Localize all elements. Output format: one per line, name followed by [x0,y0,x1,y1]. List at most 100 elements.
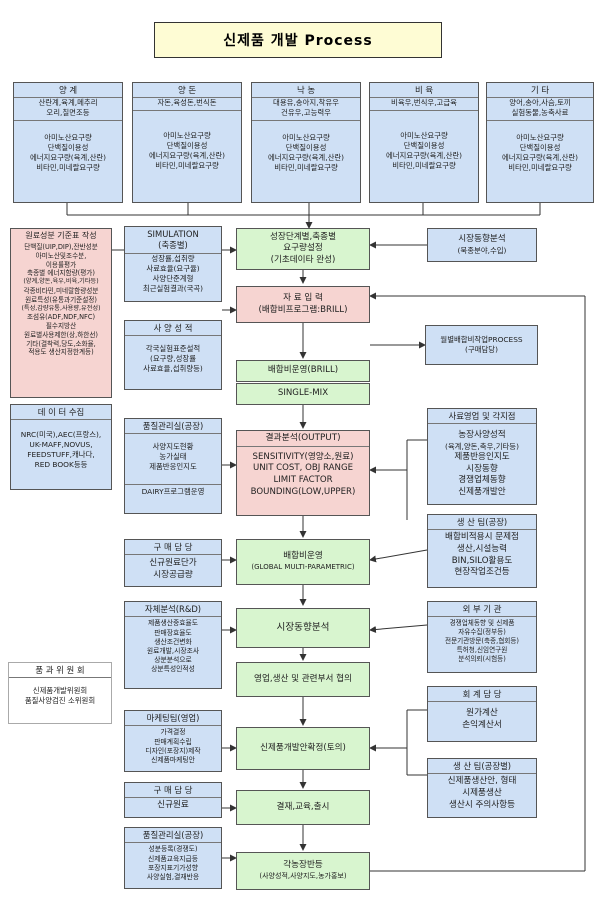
raw-material-line: 필수지방산 [45,321,77,330]
accounting-box: 회 계 담 당 원가계산 손익계산서 [427,686,537,742]
requirements-step: 성장단계별,축종별 요구량설정 (기초데이타 완성) [236,228,370,270]
data-input-step: 자 료 입 력 (배합비프로그램:BRILL) [236,286,370,323]
output-analysis-step: 결과분석(OUTPUT) SENSITIVITY(영양소,원료) UNIT CO… [236,430,370,516]
committee-line: 품질사양검진 소위원회 [24,696,96,706]
sector-dairy-nutrient: 에너지요구량(육계,산란) [267,153,345,163]
data-input-line: 자 료 입 력 [283,292,323,303]
sector-beef-nutrient: 아미노산요구량 [400,131,448,141]
rnd-analysis-line: 상분분석으로 [154,656,192,665]
quality-control-line: 제품반응인지도 [149,462,197,472]
accounting-line: 손익계산서 [462,719,502,730]
quality-control-2-box: 품질관리실(공장) 성분등록(경쟁도) 신제품교육지급등 포장지표기가성향 사양… [124,827,222,889]
simulation-line: 사료효율(요구율) [146,263,200,273]
farm-feedback-line: (사양성적,사양지도,농가홍보) [259,872,347,881]
marketing-line: 디자인(포장지)제작 [145,746,201,755]
marketing-line: 판매계획수립 [154,737,192,746]
committee-line: 신제품개발위원회 [32,686,88,696]
sector-beef: 비 육 비육우,번식우,고급육 아미노산요구량 단백질이용성 에너지요구량(육계… [369,82,479,203]
raw-material-line: 조섬유(ADF,NDF,NFC) [26,312,96,321]
page-title: 신제품 개발 Process [154,22,442,58]
sector-poultry-title: 양 계 [14,83,122,99]
sector-other: 기 타 양어,송아,사슴,토끼 실험동물,농축사료 아미노산요구량 단백질이용성… [486,82,594,203]
sector-beef-product: 비육우,번식우,고급육 [391,98,457,108]
data-collection-line: UK-MAFF,NOVUS, [29,440,93,450]
marketing-line: 신제품마케팅안 [151,755,195,764]
market-analysis-title: 시장동향분석 [458,234,506,245]
data-collection-line: FEEDSTUFF,캐나다, [27,450,95,460]
sector-swine-nutrient: 단백질이용성 [166,141,208,151]
requirements-line: (기초데이타 완성) [270,254,336,265]
sector-poultry: 양 계 산란계,육계,메추리 오리,칠면조등 아미노산요구량 단백질이용성 에너… [13,82,123,203]
sales-branch-box: 사료영업 및 각지점 농장사양성적 (육계,양돈,축우,기타등) 제품반응인지도… [427,408,537,505]
department-consult-line: 영업,생산 및 관련부서 협의 [254,673,352,684]
simulation-title: SIMULATION [147,229,199,239]
simulation-subtitle: (축종별) [125,240,221,254]
sales-branch-line: (육계,양돈,축우,기타등) [444,441,519,451]
rnd-analysis-line: 제품생산중효율도 [147,619,199,628]
committee-title: 품 과 위 원 회 [9,663,111,679]
sales-branch-line: 신제품개발안 [458,486,506,497]
sector-dairy-title: 낙 농 [252,83,360,99]
formulation-step: 배합비운영(BRILL) [236,360,370,382]
external-agency-title: 외 부 기 관 [428,602,536,618]
raw-material-line: 단백질(UIP,DIP),잔반성분 [24,242,98,251]
sector-swine-nutrient: 비타민,미네랄요구량 [155,161,219,171]
purchasing-title: 구 매 담 당 [125,540,221,556]
sector-swine: 양 돈 자돈,육성돈,번식돈 아미노산요구량 단백질이용성 에너지요구량(육계,… [132,82,242,203]
sector-other-product: 양어,송아,사슴,토끼 [509,98,571,108]
department-consult-step: 영업,생산 및 관련부서 협의 [236,662,370,697]
feed-performance-box: 사 양 성 적 각국실험표준설적 (요구량,성장률 사료효율,섭취량등) [124,320,222,390]
simulation-line: 사양단준계형 [152,273,194,283]
production-plant-title: 생 산 팀(공장별) [428,759,536,775]
committee-box: 품 과 위 원 회 신제품개발위원회 품질사양검진 소위원회 [8,662,112,724]
single-mix-step: SINGLE-MIX [236,383,370,405]
output-analysis-line: SENSITIVITY(영양소,원료) [252,451,354,462]
monthly-formula-box: 월별배합비작업PROCESS (구매담당) [425,325,538,365]
plan-confirm-step: 신제품개발안확정(토의) [236,727,370,770]
sector-dairy-nutrient: 아미노산요구량 [282,133,330,143]
data-input-line: (배합비프로그램:BRILL) [258,304,348,315]
production-team-line: 배합비적용시 문제점 [445,532,519,543]
accounting-line: 원가계산 [466,708,498,719]
global-formulation-line: 배합비운영 [283,551,323,562]
sector-other-nutrient: 비타민,미네랄요구량 [508,163,572,173]
purchasing-line: 신규원료단가 [149,558,197,569]
requirements-line: 요구량설정 [283,243,323,254]
sector-swine-nutrient: 아미노산요구량 [163,131,211,141]
raw-material-line: 각종비타민,미네랄함량성분 [23,286,99,295]
market-analysis-box: 시장동향분석 (북종분야,수입) [427,228,537,262]
sector-swine-title: 양 돈 [133,83,241,99]
sector-dairy-nutrient: 비타민,미네랄요구량 [274,163,338,173]
quality-control-2-line: 신제품교육지급등 [147,854,199,863]
raw-material-line: 적용도 생산지정한계등) [28,348,94,357]
feed-performance-line: 각국실험표준설적 [145,344,201,354]
raw-material-standard-box: 원료성분 기준표 작성 단백질(UIP,DIP),잔반성분 아미노산및조수분, … [10,228,112,398]
marketing-title: 마케팅팀(영업) [125,711,221,727]
output-analysis-title: 결과분석(OUTPUT) [237,431,369,447]
sector-poultry-nutrient: 에너지요구량(육계,산란) [29,153,107,163]
production-team-line: 현장작업조건등 [454,567,510,578]
rnd-analysis-line: 생산조건변화 [154,637,192,646]
farm-feedback-line: 각농장반등 [283,860,323,871]
market-trend-line: 시장동향분석 [276,621,330,633]
sector-poultry-product: 오리,칠면조등 [46,108,90,118]
sector-dairy-product: 대용유,송아지,착유우 [273,98,339,108]
purchasing-new-title: 구 매 담 당 [125,783,221,799]
raw-material-line: (양계,양돈,육우,비육,기타등) [23,278,99,286]
sector-poultry-nutrient: 아미노산요구량 [44,133,92,143]
sales-branch-line: 제품반응인지도 [454,451,510,462]
market-analysis-line: (북종분야,수입) [457,245,507,255]
production-team-line: 생산,시설능력 [456,543,508,554]
sector-other-nutrient: 아미노산요구량 [516,133,564,143]
purchasing-box: 구 매 담 당 신규원료단가 시장공급량 [124,539,222,587]
quality-control-2-line: 포장지표기가성향 [147,863,199,872]
data-collection-line: RED BOOK등등 [34,460,88,470]
simulation-line: 최근실험결과(국곡) [142,283,204,293]
production-plant-line: 생산시 주의사항등 [449,799,515,810]
quality-control-line: 농가실태 [159,452,187,462]
purchasing-new-line: 신규원료 [157,800,189,811]
rnd-analysis-title: 자체분석(R&D) [125,602,221,618]
sales-branch-line: 시장동향 [466,463,498,474]
quality-control-2-title: 품질관리실(공장) [125,828,221,844]
